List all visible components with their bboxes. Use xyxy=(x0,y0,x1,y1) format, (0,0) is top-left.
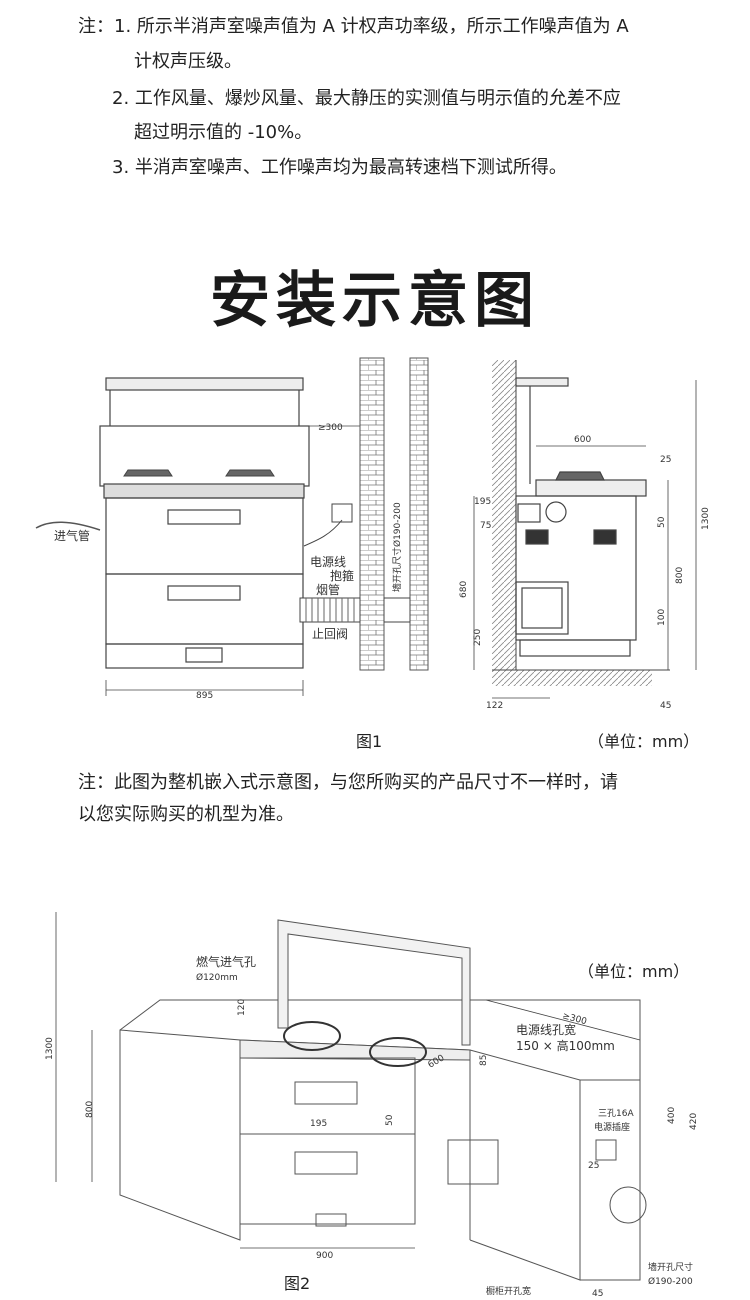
note-1-line-2: 计权声压级。 xyxy=(134,51,242,72)
figure-1-unit: （单位：mm） xyxy=(588,732,700,751)
right-cabinet xyxy=(469,1049,581,1281)
burner-left xyxy=(283,1021,341,1051)
label-wall-hole: 墙开孔尺寸Ø190-200 xyxy=(391,502,403,592)
brick-wall-1 xyxy=(359,357,385,671)
label-power-hole: 电源线孔宽 xyxy=(516,1022,576,1037)
dim-top-600: 600 xyxy=(574,435,591,445)
power-socket xyxy=(331,503,353,523)
fig2-dim-45: 45 xyxy=(592,1289,603,1299)
note-1-line-1: 注：1. 所示半消声室噪声值为 A 计权声功率级，所示工作噪声值为 A xyxy=(78,16,629,37)
label-power-cord: 电源线 xyxy=(310,555,346,569)
floor-hatch xyxy=(492,670,652,686)
label-hoop: 抱箍 xyxy=(330,568,354,583)
brick-wall-2 xyxy=(409,357,429,671)
note-3-line-1: 3. 半消声室噪声、工作噪声均为最高转速档下测试所得。 xyxy=(112,157,567,178)
figure-2-unit: （单位：mm） xyxy=(578,962,690,981)
fig2-dim-1300: 1300 xyxy=(45,1037,55,1060)
handle-1 xyxy=(294,1081,358,1105)
bottom-vent xyxy=(315,1213,347,1227)
dim-122: 122 xyxy=(486,701,503,711)
fig2-dim-900: 900 xyxy=(316,1251,333,1261)
figure-1-diagram: 进气管 ≥300 电源线 抱箍 烟管 止回阀 墙开孔尺寸Ø190-200 895 xyxy=(35,357,711,711)
fig2-dim-420: 420 xyxy=(689,1113,699,1130)
figure-2-caption: 图2 xyxy=(284,1274,311,1293)
dim-75: 75 xyxy=(480,521,491,531)
fig2-dim-800: 800 xyxy=(85,1101,95,1118)
drawer-2 xyxy=(239,1133,416,1225)
left-cabinet xyxy=(119,1029,241,1241)
dim-gap: ≥300 xyxy=(318,423,343,433)
fig2-dim-400: 400 xyxy=(667,1107,677,1124)
section-title: 安装示意图 xyxy=(210,266,540,336)
dim-50: 50 xyxy=(657,516,667,528)
side-wall xyxy=(492,360,516,670)
front-view-unit xyxy=(99,377,310,669)
center-cabinet-top xyxy=(239,1039,471,1240)
middle-note-line-2: 以您实际购买的机型为准。 xyxy=(78,804,294,825)
front-burners xyxy=(123,469,275,477)
fig2-dim-85: 85 xyxy=(479,1055,489,1066)
dim-195: 195 xyxy=(474,497,491,507)
dim-25: 25 xyxy=(660,455,671,465)
handle-2 xyxy=(294,1151,358,1175)
dim-45: 45 xyxy=(660,701,671,711)
figure-1-caption: 图1 xyxy=(356,732,383,751)
dim-250: 250 xyxy=(473,629,483,646)
figure-2-diagram: 1300 800 120 195 50 600 900 ≥300 85 400 … xyxy=(45,912,699,1299)
label-wall-hole-size: Ø190-200 xyxy=(648,1276,693,1287)
stove-top xyxy=(239,1039,471,1061)
burner-right xyxy=(369,1037,427,1067)
fig2-dim-120: 120 xyxy=(237,999,247,1016)
wall-hole xyxy=(609,1186,647,1224)
dim-100: 100 xyxy=(657,609,667,626)
note-2-line-1: 2. 工作风量、爆炒风量、最大静压的实测值与明示值的允差不应 xyxy=(112,88,621,109)
middle-note-line-1: 注：此图为整机嵌入式示意图，与您所购买的产品尺寸不一样时，请 xyxy=(78,772,618,793)
label-gas-hole-size: Ø120mm xyxy=(196,972,238,983)
dim-width-895: 895 xyxy=(196,691,213,701)
power-cord-hole xyxy=(447,1139,499,1185)
label-check-valve: 止回阀 xyxy=(312,627,348,641)
dim-680: 680 xyxy=(459,581,469,598)
hood-panel xyxy=(277,919,471,1046)
inlet-pipe-line xyxy=(35,521,101,531)
label-socket: 三孔16A xyxy=(598,1108,634,1119)
smoke-pipe xyxy=(299,597,411,623)
label-gas-hole: 燃气进气孔 xyxy=(196,954,256,969)
label-socket-2: 电源插座 xyxy=(594,1121,630,1133)
label-power-hole-size: 150 × 高100mm xyxy=(516,1038,615,1053)
fig2-dim-25: 25 xyxy=(588,1161,599,1171)
right-wall xyxy=(580,1079,641,1281)
label-wall-hole-2: 墙开孔尺寸 xyxy=(648,1261,693,1273)
dim-1300: 1300 xyxy=(701,507,711,530)
dim-800: 800 xyxy=(675,567,685,584)
side-view-unit xyxy=(515,377,647,657)
label-cabinet-hole: 橱柜开孔宽 xyxy=(486,1285,531,1297)
power-socket-2 xyxy=(595,1139,617,1161)
label-smoke-pipe: 烟管 xyxy=(316,582,340,597)
label-inlet-pipe: 进气管 xyxy=(54,528,90,543)
fig2-dim-50: 50 xyxy=(385,1114,395,1126)
fig2-dim-195: 195 xyxy=(310,1119,327,1129)
note-2-line-2: 超过明示值的 -10%。 xyxy=(134,122,313,143)
